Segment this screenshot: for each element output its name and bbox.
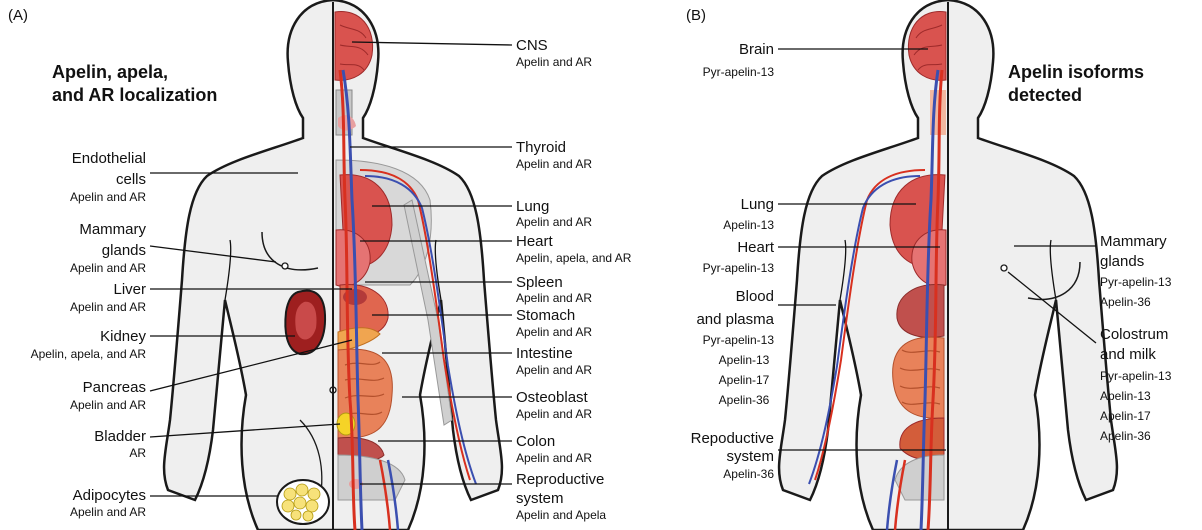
label-mammary-b: Mammary: [1100, 233, 1167, 250]
label-reproductive-2: system: [516, 490, 564, 507]
label-mammary-2: glands: [102, 242, 146, 259]
label-pancreas: Pancreas: [83, 379, 146, 396]
detail-pancreas: Apelin and AR: [70, 398, 146, 412]
detail-endothelial: Apelin and AR: [70, 190, 146, 204]
detail-spleen: Apelin and AR: [516, 291, 592, 305]
detail-lung-b: Apelin-13: [723, 218, 774, 232]
kidney-inner-a: [295, 302, 316, 340]
label-blood-2: and plasma: [696, 311, 774, 328]
panel-b-title-line-1: Apelin isoforms: [1008, 62, 1144, 82]
panel-a-label: (A): [8, 7, 28, 24]
label-colostrum: Colostrum: [1100, 326, 1168, 343]
detail-reproductive: Apelin and Apela: [516, 508, 606, 522]
panel-a-title-line-2: and AR localization: [52, 85, 217, 105]
detail-thyroid: Apelin and AR: [516, 157, 592, 171]
detail-colostrum-4: Apelin-36: [1100, 429, 1151, 443]
label-kidney: Kidney: [100, 328, 146, 345]
detail-mammary: Apelin and AR: [70, 261, 146, 275]
detail-blood-1: Pyr-apelin-13: [703, 333, 775, 347]
label-reproductive: Reproductive: [516, 471, 604, 488]
panel-a: (A) Apelin, apela, and AR localization: [8, 0, 632, 530]
label-heart: Heart: [516, 233, 554, 250]
detail-colon: Apelin and AR: [516, 451, 592, 465]
detail-stomach: Apelin and AR: [516, 325, 592, 339]
detail-mammary-b-1: Pyr-apelin-13: [1100, 275, 1172, 289]
label-endothelial: Endothelial: [72, 150, 146, 167]
label-adipocytes: Adipocytes: [73, 487, 146, 504]
nipple-b: [1001, 265, 1007, 271]
label-intestine: Intestine: [516, 345, 573, 362]
detail-adipocytes: Apelin and AR: [70, 505, 146, 519]
detail-liver: Apelin and AR: [70, 300, 146, 314]
label-cns: CNS: [516, 37, 548, 54]
detail-colostrum-1: Pyr-apelin-13: [1100, 369, 1172, 383]
label-spleen: Spleen: [516, 274, 563, 291]
detail-colostrum-2: Apelin-13: [1100, 389, 1151, 403]
label-reproductive-b: Repoductive: [691, 430, 774, 447]
detail-cns: Apelin and AR: [516, 55, 592, 69]
detail-blood-2: Apelin-13: [719, 353, 770, 367]
label-colostrum-2: and milk: [1100, 346, 1156, 363]
label-reproductive-b-2: system: [726, 448, 774, 465]
label-lung: Lung: [516, 198, 549, 215]
detail-colostrum-3: Apelin-17: [1100, 409, 1151, 423]
detail-blood-4: Apelin-36: [719, 393, 770, 407]
panel-b-label: (B): [686, 7, 706, 24]
label-thyroid: Thyroid: [516, 139, 566, 156]
detail-intestine: Apelin and AR: [516, 363, 592, 377]
detail-heart-b: Pyr-apelin-13: [703, 261, 775, 275]
detail-blood-3: Apelin-17: [719, 373, 770, 387]
label-mammary: Mammary: [79, 221, 146, 238]
label-stomach: Stomach: [516, 307, 575, 324]
detail-osteoblast: Apelin and AR: [516, 407, 592, 421]
detail-kidney: Apelin, apela, and AR: [31, 347, 147, 361]
label-osteoblast: Osteoblast: [516, 389, 589, 406]
label-blood: Blood: [736, 288, 774, 305]
detail-lung: Apelin and AR: [516, 215, 592, 229]
detail-brain: Pyr-apelin-13: [703, 65, 775, 79]
detail-bladder: AR: [129, 446, 146, 460]
label-bladder: Bladder: [94, 428, 146, 445]
label-endothelial-2: cells: [116, 171, 146, 188]
label-brain: Brain: [739, 41, 774, 58]
label-liver: Liver: [113, 281, 146, 298]
detail-mammary-b-2: Apelin-36: [1100, 295, 1151, 309]
label-colon: Colon: [516, 433, 555, 450]
label-mammary-b-2: glands: [1100, 253, 1144, 270]
panel-b-title-line-2: detected: [1008, 85, 1082, 105]
nipple-a: [282, 263, 288, 269]
label-lung-b: Lung: [741, 196, 774, 213]
body-silhouette-a: [164, 0, 502, 530]
panel-b: (B) Apelin isoforms detected: [686, 0, 1172, 530]
label-heart-b: Heart: [737, 239, 775, 256]
detail-reproductive-b: Apelin-36: [723, 467, 774, 481]
detail-heart: Apelin, apela, and AR: [516, 251, 632, 265]
panel-a-title-line-1: Apelin, apela,: [52, 62, 168, 82]
